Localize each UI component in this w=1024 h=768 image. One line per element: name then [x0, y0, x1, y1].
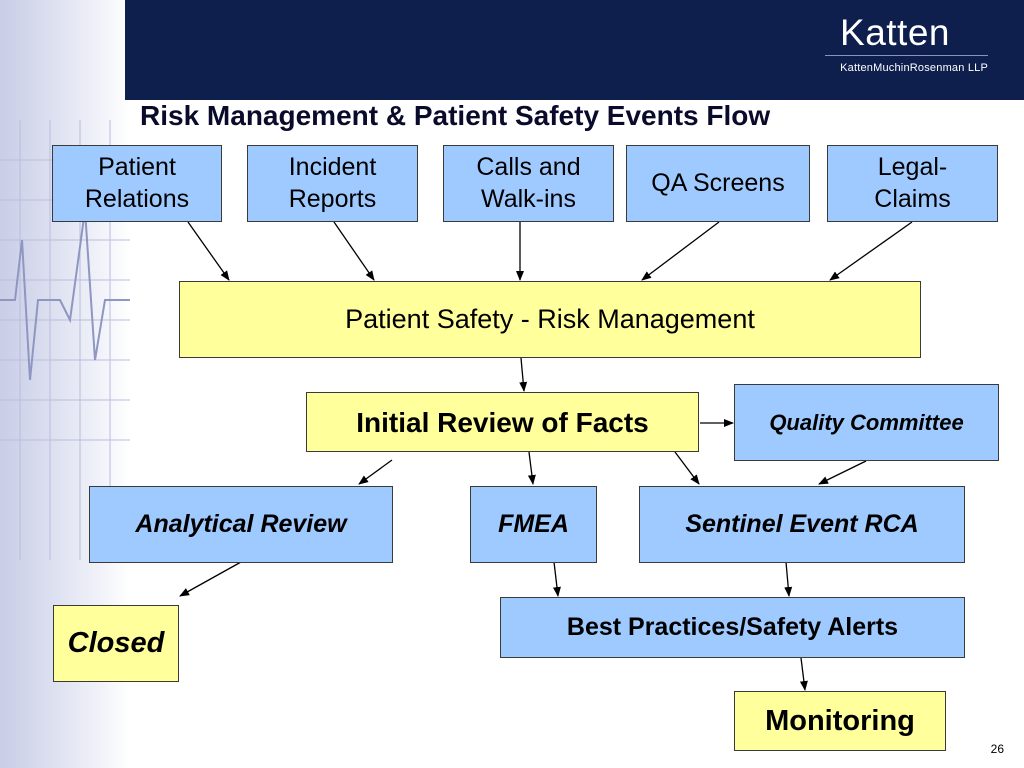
slide-title: Risk Management & Patient Safety Events …: [140, 100, 771, 131]
page-number: 26: [990, 742, 1004, 756]
analytical-review-label: Analytical Review: [135, 509, 347, 538]
monitoring-label: Monitoring: [765, 704, 915, 737]
initial-review-box: Initial Review of Facts: [306, 392, 699, 452]
legal-claims-box: Legal-Claims: [827, 145, 998, 222]
quality-committee-box: Quality Committee: [734, 384, 999, 461]
closed-box: Closed: [53, 605, 179, 682]
calls-walkins-label: Calls and Walk-ins: [476, 153, 581, 213]
arrow-to-fmea: [527, 451, 536, 485]
incident-reports-box: Incident Reports: [247, 145, 418, 222]
arrow-quality-to-sentinel: [818, 460, 867, 485]
patient-safety-risk-management-label: Patient Safety - Risk Management: [345, 303, 755, 334]
fmea-box: FMEA: [470, 486, 597, 563]
logo-divider: [825, 55, 988, 56]
qa-screens-label: QA Screens: [651, 168, 785, 197]
quality-committee-label: Quality Committee: [769, 409, 964, 435]
legal-claims-label: Legal-Claims: [874, 153, 951, 213]
arrow-fmea-to-best-practices: [552, 561, 561, 597]
logo-subtitle: KattenMuchinRosenman LLP: [840, 62, 988, 74]
fmea-label: FMEA: [498, 509, 569, 538]
best-practices-label: Best Practices/Safety Alerts: [566, 612, 899, 641]
patient-safety-risk-management-box: Patient Safety - Risk Management: [179, 281, 921, 358]
arrow-to-initial-review: [519, 357, 528, 392]
arrow-incident-reports: [333, 221, 375, 281]
arrow-to-analytical-review: [358, 459, 393, 485]
arrow-sentinel-to-best-practices: [784, 561, 793, 597]
sentinel-rca-box: Sentinel Event RCA: [639, 486, 965, 563]
katten-logo: Katten: [840, 12, 950, 53]
calls-walkins-box: Calls and Walk-ins: [443, 145, 614, 222]
initial-review-label: Initial Review of Facts: [356, 406, 649, 438]
monitoring-box: Monitoring: [734, 691, 946, 751]
sentinel-rca-label: Sentinel Event RCA: [685, 509, 919, 538]
arrow-qa-screens: [641, 221, 720, 281]
patient-relations-box: Patient Relations: [52, 145, 222, 222]
arrow-patient-relations: [187, 221, 230, 281]
closed-label: Closed: [67, 627, 165, 660]
patient-relations-label: Patient Relations: [84, 153, 190, 213]
incident-reports-label: Incident Reports: [288, 153, 377, 213]
analytical-review-box: Analytical Review: [89, 486, 393, 563]
arrow-to-sentinel-rca: [674, 451, 700, 485]
best-practices-box: Best Practices/Safety Alerts: [500, 597, 965, 658]
arrow-legal-claims: [829, 221, 913, 281]
arrow-to-monitoring: [799, 657, 808, 691]
header-bar: Katten KattenMuchinRosenman LLP: [125, 0, 1024, 100]
qa-screens-box: QA Screens: [626, 145, 810, 222]
arrow-to-closed: [179, 561, 242, 597]
